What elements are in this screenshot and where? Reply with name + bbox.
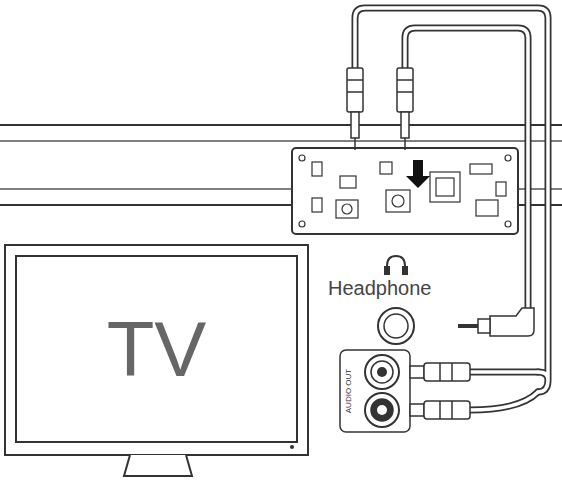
headphone-icon (385, 256, 407, 274)
tv-stand (124, 455, 192, 476)
tv-screen: TV (15, 255, 298, 443)
mini-jack-plug (458, 308, 534, 336)
tv-led (290, 445, 294, 449)
jack-label: Headphone (328, 278, 431, 298)
rear-panel (292, 148, 518, 234)
tv-frame (5, 245, 308, 455)
audio-out-panel (340, 350, 410, 432)
headphone-jack (384, 314, 408, 338)
rca-plug (347, 68, 413, 150)
soundbar-edge (0, 140, 562, 142)
insert-arrow (406, 160, 430, 188)
rca-plug (410, 363, 470, 419)
panel-ports (299, 155, 511, 227)
port-label: AUDIO OUT (345, 369, 353, 413)
headphone-jack (378, 308, 414, 344)
rca-jack (365, 355, 399, 427)
tv-label: TV (107, 304, 207, 395)
